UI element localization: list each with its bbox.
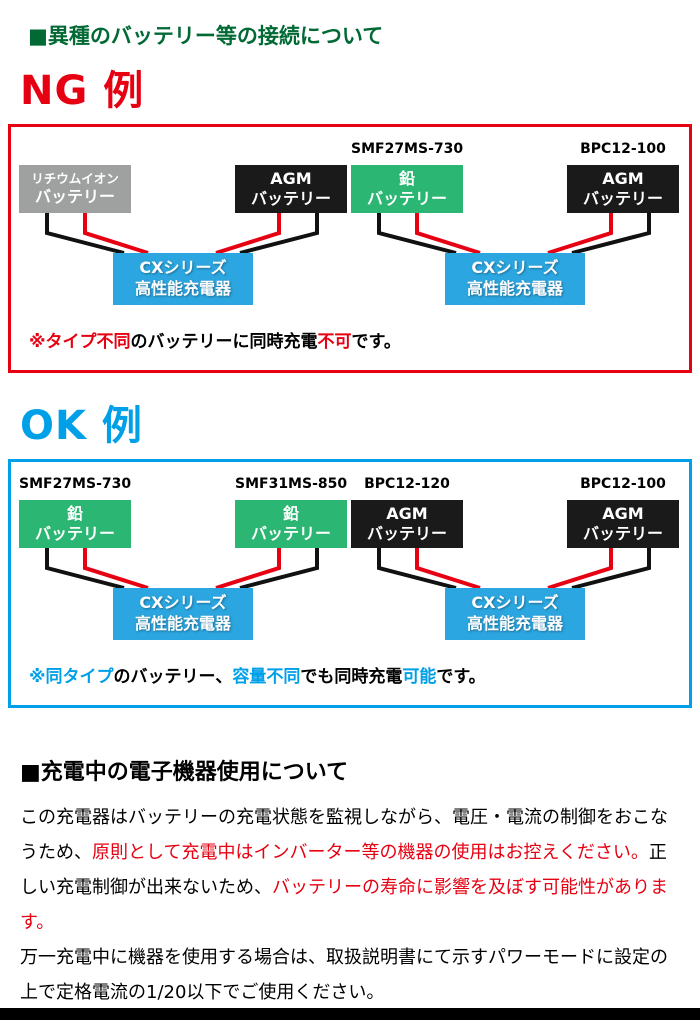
- cable-black-left: [377, 213, 457, 255]
- battery-word-text: バッテリー: [366, 524, 447, 543]
- charger-name-text: 高性能充電器: [134, 279, 231, 298]
- battery-cables: [377, 213, 651, 255]
- battery-type-text: AGM: [386, 504, 428, 523]
- ng-diagram-row: リチウムイオン バッテリー AGM バッテリー CXシリーズ 高性能充電器: [17, 139, 683, 305]
- battery-model-label: BPC12-120: [364, 476, 450, 492]
- ng-note-segment: 不可: [317, 332, 352, 352]
- cable-black-left: [377, 548, 457, 590]
- ok-note-segment: のバッテリー、: [113, 667, 233, 687]
- battery-box-agm: AGM バッテリー: [567, 500, 679, 548]
- battery-cables: [377, 548, 651, 590]
- usage-text-segment: この充電器はバッテリーの充電状態を監視しながら、電圧・電流の制御をおこなうため、: [20, 807, 668, 864]
- ok-note: ※同タイプのバッテリー、容量不同でも同時充電可能です。: [29, 662, 683, 687]
- usage-text-block: この充電器はバッテリーの充電状態を監視しながら、電圧・電流の制御をおこなうため、…: [0, 800, 672, 1020]
- battery-type-text: 鉛: [398, 169, 415, 188]
- charger-name-text: 高性能充電器: [466, 279, 563, 298]
- battery-box-agm: AGM バッテリー: [567, 165, 679, 213]
- battery-model-label: BPC12-100: [580, 476, 666, 492]
- charger-series-text: CXシリーズ: [139, 258, 227, 278]
- battery-box-agm: AGM バッテリー: [235, 165, 347, 213]
- ng-note-segment: のバッテリーに同時充電: [130, 332, 318, 352]
- battery-box-lead: 鉛 バッテリー: [235, 500, 347, 548]
- charger-box: CXシリーズ 高性能充電器: [445, 588, 585, 640]
- ok-note-segment: でも同時充電: [300, 667, 403, 687]
- usage-text-segment: バッテリーの寿命に影響を及ぼす可能性があります。: [20, 877, 668, 934]
- ng-example-frame: リチウムイオン バッテリー AGM バッテリー CXシリーズ 高性能充電器: [8, 124, 692, 373]
- usage-text-segment: 正しい充電制御が出来ないため、: [20, 842, 667, 899]
- battery-box-lead: 鉛 バッテリー: [19, 500, 131, 548]
- cable-red-right: [215, 548, 281, 590]
- bottom-divider-bar: [0, 1008, 700, 1020]
- battery-box-lead: 鉛 バッテリー: [351, 165, 463, 213]
- ng-note-segment: ※タイプ不同: [29, 332, 131, 352]
- cable-black-left: [45, 548, 125, 590]
- ok-diagram-agm-agm: BPC12-120 BPC12-100 AGM バッテリー AGM バッテリー …: [349, 474, 681, 640]
- battery-cables: [45, 548, 319, 590]
- battery-model-label: BPC12-100: [580, 141, 666, 157]
- ok-note-segment: ※同タイプ: [29, 667, 114, 687]
- charger-box: CXシリーズ 高性能充電器: [445, 253, 585, 305]
- charger-name-text: 高性能充電器: [134, 614, 231, 633]
- charger-name-text: 高性能充電器: [466, 614, 563, 633]
- battery-word-text: バッテリー: [34, 186, 115, 206]
- battery-model-label: SMF31MS-850: [235, 476, 348, 492]
- charger-series-text: CXシリーズ: [471, 258, 559, 278]
- ok-example-title: OK 例: [20, 403, 143, 449]
- ng-diagram-lead-agm: SMF27MS-730 BPC12-100 鉛 バッテリー AGM バッテリー …: [349, 139, 681, 305]
- battery-type-text: 鉛: [66, 504, 83, 523]
- battery-box-agm: AGM バッテリー: [351, 500, 463, 548]
- cable-black-right: [571, 548, 651, 590]
- battery-type-text: AGM: [602, 169, 644, 188]
- battery-word-text: バッテリー: [366, 189, 447, 208]
- cable-red-left: [415, 548, 481, 590]
- cable-red-right: [215, 213, 281, 255]
- ok-diagram-row: SMF27MS-730 SMF31MS-850 鉛 バッテリー 鉛 バッテリー …: [17, 474, 683, 640]
- cable-black-right: [239, 213, 319, 255]
- battery-box-lithium: リチウムイオン バッテリー: [19, 165, 131, 213]
- battery-word-text: バッテリー: [34, 524, 115, 543]
- charger-box: CXシリーズ 高性能充電器: [113, 253, 253, 305]
- battery-type-text: リチウムイオン: [31, 171, 119, 187]
- usage-section-heading: ■充電中の電子機器使用について: [20, 760, 349, 785]
- charger-box: CXシリーズ 高性能充電器: [113, 588, 253, 640]
- cable-red-right: [547, 548, 613, 590]
- battery-cables: [45, 213, 319, 255]
- battery-word-text: バッテリー: [582, 524, 663, 543]
- cable-red-left: [415, 213, 481, 255]
- usage-text-segment: 原則として充電中はインバーター等の機器の使用はお控えください。: [92, 842, 649, 864]
- ok-note-segment: 可能: [402, 667, 437, 687]
- battery-model-label: SMF27MS-730: [19, 476, 132, 492]
- battery-type-text: AGM: [602, 504, 644, 523]
- ok-diagram-lead-lead: SMF27MS-730 SMF31MS-850 鉛 バッテリー 鉛 バッテリー …: [17, 474, 349, 640]
- ng-diagram-lithium-agm: リチウムイオン バッテリー AGM バッテリー CXシリーズ 高性能充電器: [17, 139, 349, 305]
- battery-type-text: AGM: [270, 169, 312, 188]
- cable-red-left: [83, 213, 149, 255]
- ng-example-title: NG 例: [20, 68, 145, 114]
- battery-word-text: バッテリー: [250, 524, 331, 543]
- ok-example-frame: SMF27MS-730 SMF31MS-850 鉛 バッテリー 鉛 バッテリー …: [8, 459, 692, 708]
- battery-model-label: SMF27MS-730: [351, 141, 464, 157]
- charger-series-text: CXシリーズ: [471, 593, 559, 613]
- cable-black-left: [45, 213, 125, 255]
- cable-red-left: [83, 548, 149, 590]
- connection-section-heading: ■異種のバッテリー等の接続について: [28, 24, 384, 48]
- usage-paragraph-2: 万一充電中に機器を使用する場合は、取扱説明書にて示すパワーモードに設定の上で定格…: [20, 940, 672, 1010]
- cable-black-right: [239, 548, 319, 590]
- charger-series-text: CXシリーズ: [139, 593, 227, 613]
- battery-word-text: バッテリー: [250, 189, 331, 208]
- ok-note-segment: 容量不同: [232, 667, 301, 687]
- battery-type-text: 鉛: [282, 504, 299, 523]
- cable-red-right: [547, 213, 613, 255]
- usage-text-segment: 万一充電中に機器を使用する場合は、取扱説明書にて示すパワーモードに設定の上で定格…: [20, 947, 668, 1004]
- usage-paragraph-1: この充電器はバッテリーの充電状態を監視しながら、電圧・電流の制御をおこなうため、…: [20, 800, 672, 940]
- battery-word-text: バッテリー: [582, 189, 663, 208]
- ng-note: ※タイプ不同のバッテリーに同時充電不可です。: [29, 327, 683, 352]
- cable-black-right: [571, 213, 651, 255]
- ng-note-segment: です。: [351, 332, 401, 352]
- ok-note-segment: です。: [436, 667, 486, 687]
